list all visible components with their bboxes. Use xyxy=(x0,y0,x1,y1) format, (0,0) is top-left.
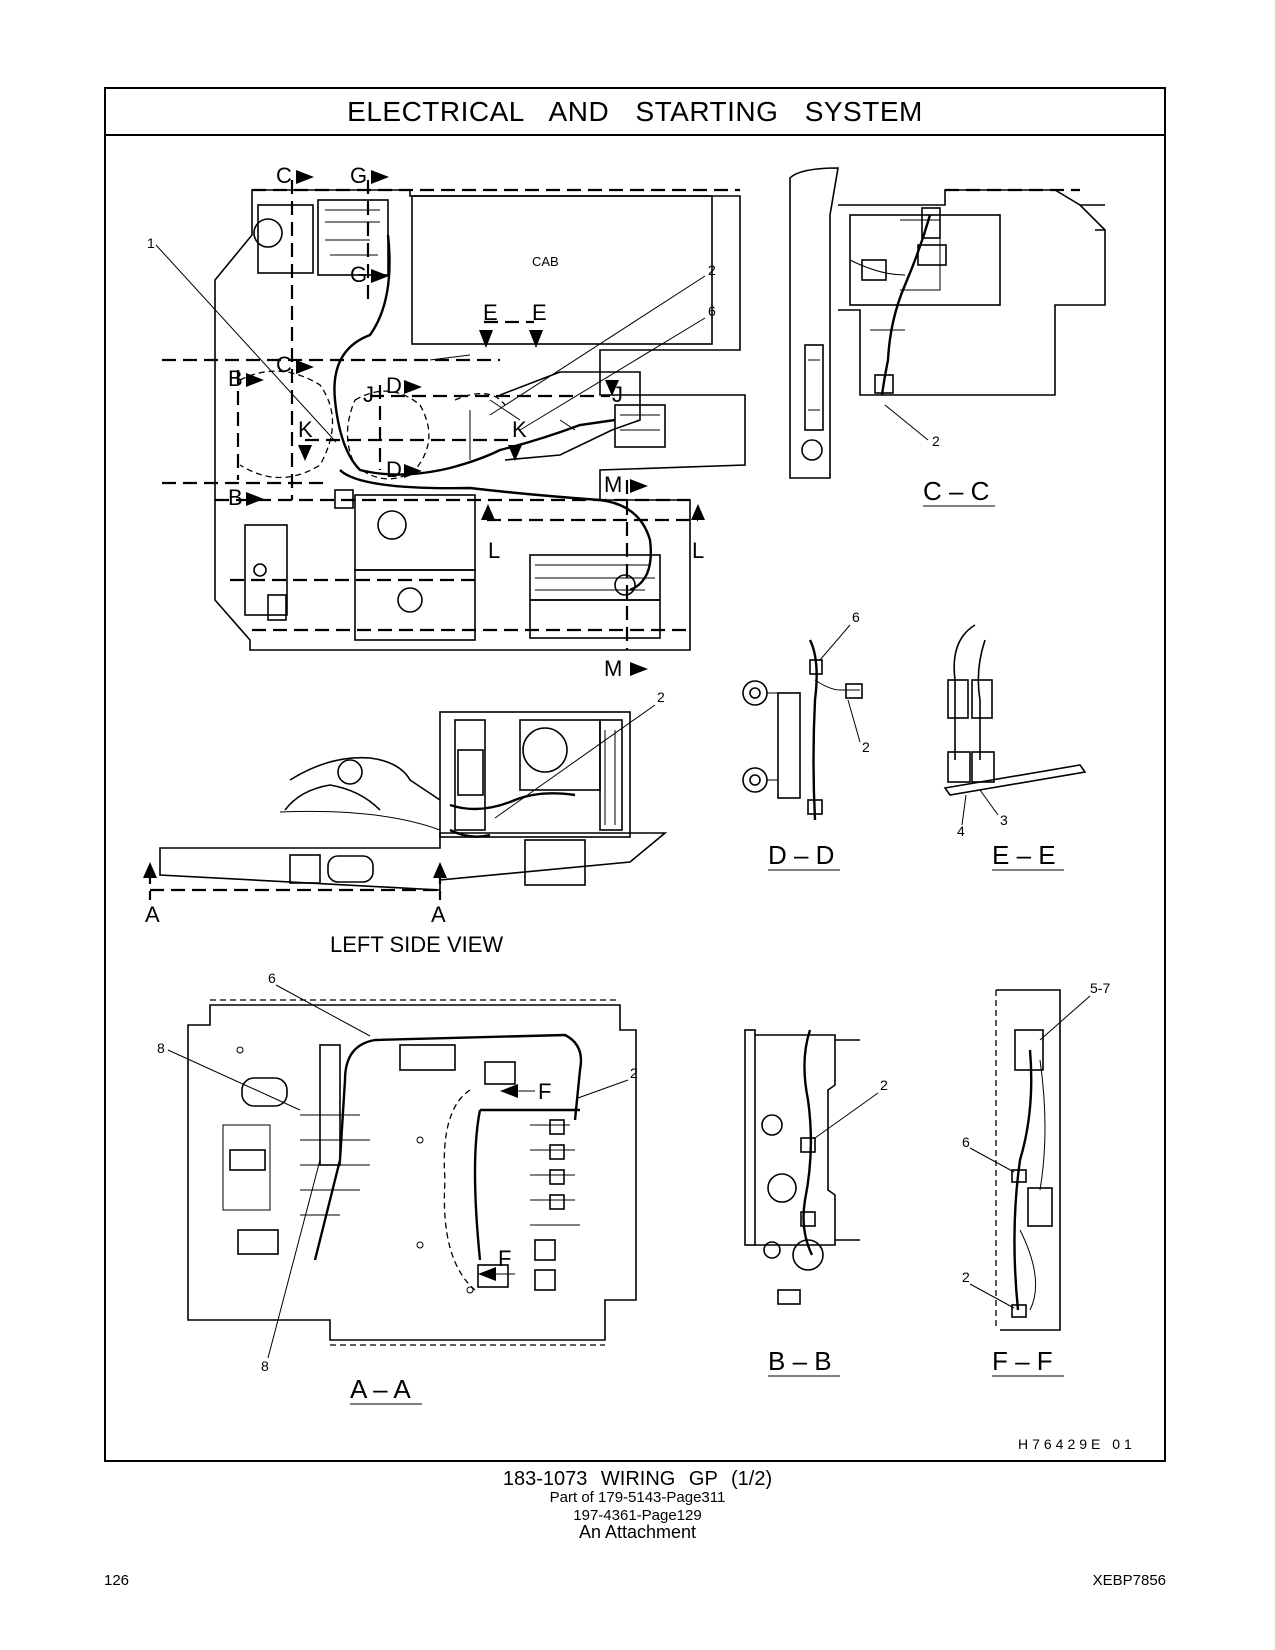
section-marker-e-left: E xyxy=(483,300,498,325)
section-marker-k-right: K xyxy=(512,417,527,442)
main-top-view: CAB xyxy=(147,163,746,681)
callout-2-dd: 2 xyxy=(862,739,870,755)
section-marker-f-top: F xyxy=(538,1079,551,1104)
section-marker-d-bottom: D xyxy=(386,457,402,482)
section-c-c: 2 C – C xyxy=(789,167,1106,507)
section-marker-j-left: J xyxy=(363,382,374,407)
callout-6-aa: 6 xyxy=(268,970,276,986)
callout-8-aa-top: 8 xyxy=(157,1040,165,1056)
callout-8-aa-bottom: 8 xyxy=(261,1358,269,1374)
left-side-view: A A LEFT SIDE VIEW 2 xyxy=(143,689,668,957)
callout-4-ee: 4 xyxy=(957,823,965,839)
caption-c-c: C – C xyxy=(923,476,989,506)
section-marker-a-left: A xyxy=(145,902,160,927)
callout-6-main: 6 xyxy=(708,303,716,319)
section-marker-g-top: G xyxy=(350,163,367,188)
section-f-f: 5-7 6 2 F – F xyxy=(962,980,1110,1377)
callout-6-ff: 6 xyxy=(962,1134,970,1150)
document-title: 183-1073 WIRING GP (1/2) xyxy=(502,1468,773,1490)
page-title: ELECTRICAL AND STARTING SYSTEM xyxy=(106,89,1164,136)
caption-e-e: E – E xyxy=(992,840,1056,870)
caption-b-b: B – B xyxy=(768,1346,832,1376)
section-marker-j-right: J xyxy=(612,382,623,407)
section-marker-b-top: B xyxy=(228,366,243,391)
callout-5-7-ff: 5-7 xyxy=(1090,980,1110,996)
section-marker-k-left: K xyxy=(298,417,313,442)
section-marker-l-left: L xyxy=(488,538,500,563)
drawing-frame: ELECTRICAL AND STARTING SYSTEM xyxy=(104,87,1166,1462)
section-marker-m-top: M xyxy=(604,472,622,497)
callout-2-aa: 2 xyxy=(630,1065,638,1081)
section-marker-c-bottom: C xyxy=(276,352,292,377)
caption-d-d: D – D xyxy=(768,840,834,870)
section-marker-c-top: C xyxy=(276,163,292,188)
attachment-note: An Attachment xyxy=(578,1522,697,1542)
section-marker-f-bottom: F xyxy=(498,1246,511,1271)
callout-3-ee: 3 xyxy=(1000,812,1008,828)
callout-2-bb: 2 xyxy=(880,1077,888,1093)
section-marker-l-right: L xyxy=(692,538,704,563)
section-b-b: 2 B – B xyxy=(744,1029,888,1377)
caption-a-a: A – A xyxy=(350,1374,411,1404)
page-number: 126 xyxy=(104,1572,130,1589)
section-e-e: 3 4 E – E xyxy=(943,624,1087,871)
callout-2-cc: 2 xyxy=(932,433,940,449)
section-marker-m-bottom: M xyxy=(604,656,622,681)
section-marker-b-bottom: B xyxy=(228,485,243,510)
section-a-a: F F 6 8 8 2 A – A xyxy=(157,970,638,1405)
callout-1: 1 xyxy=(147,235,155,251)
section-d-d: 6 2 D – D xyxy=(742,609,870,871)
section-marker-a-right: A xyxy=(431,902,446,927)
callout-2-left-side: 2 xyxy=(657,689,665,705)
callout-2-main: 2 xyxy=(708,262,716,278)
illustration-id: H76429E 01 xyxy=(1018,1436,1136,1452)
section-marker-e-right: E xyxy=(532,300,547,325)
callout-6-dd: 6 xyxy=(852,609,860,625)
section-marker-g-bottom: G xyxy=(350,262,367,287)
callout-2-ff: 2 xyxy=(962,1269,970,1285)
document-code: XEBP7856 xyxy=(1092,1572,1166,1589)
cab-label: CAB xyxy=(532,254,559,269)
part-of-reference-1: Part of 179-5143-Page311 xyxy=(549,1489,726,1506)
part-of-reference-2: 197-4361-Page129 xyxy=(573,1507,702,1524)
caption-left-side-view: LEFT SIDE VIEW xyxy=(330,932,503,957)
section-marker-d-top: D xyxy=(386,373,402,398)
caption-f-f: F – F xyxy=(992,1346,1053,1376)
